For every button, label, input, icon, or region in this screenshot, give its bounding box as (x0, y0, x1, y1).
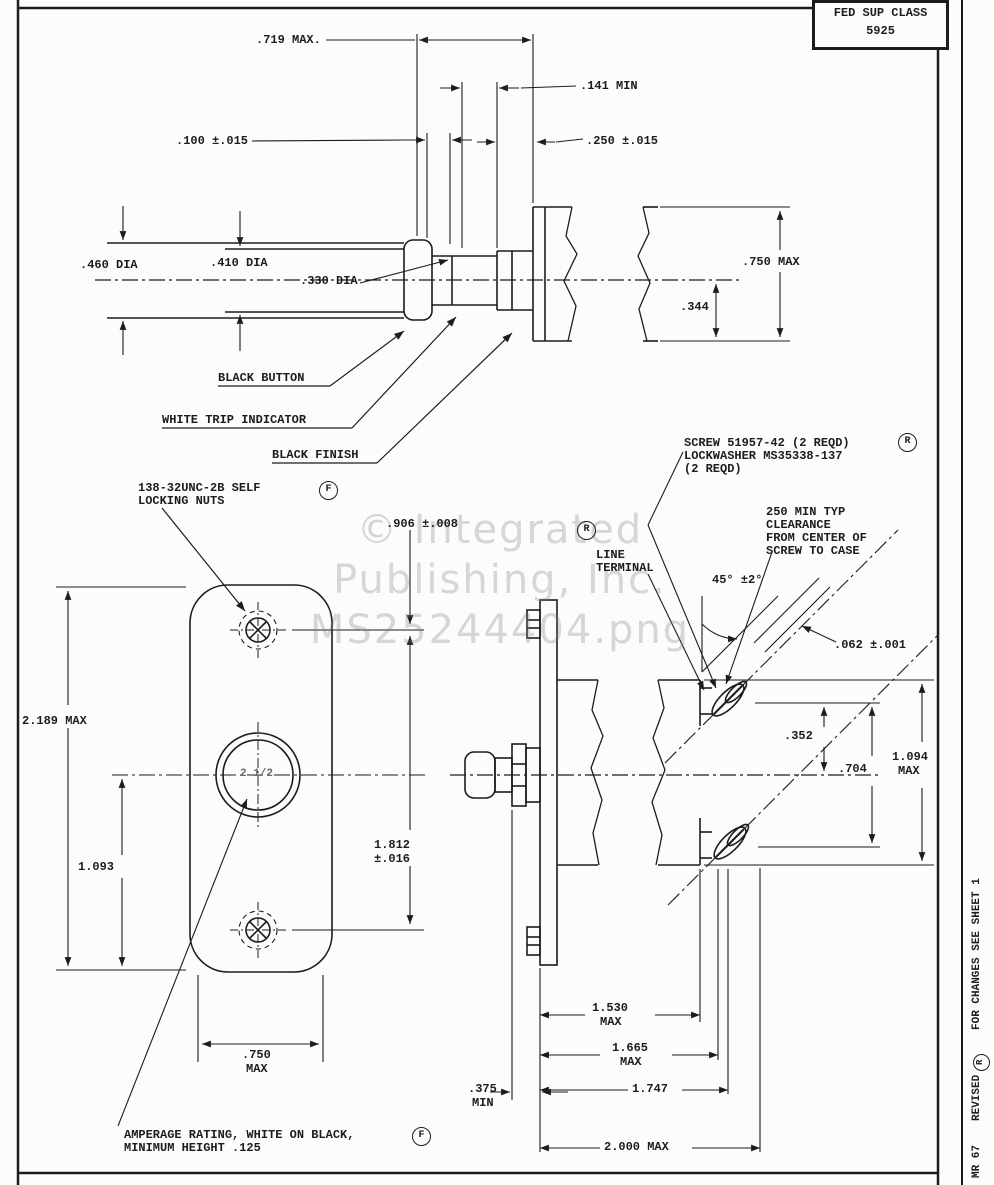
margin-revised-text: REVISED (971, 1074, 983, 1121)
sheet-borders (16, 0, 963, 1185)
dim-750-max-label: MAX (246, 1062, 268, 1076)
dim-1812-value: 1.812 (374, 838, 411, 852)
dim-344: .344 (680, 300, 709, 314)
dim-1665-value: 1.665 (612, 1041, 649, 1055)
callout-white-trip-indicator: WHITE TRIP INDICATOR (162, 413, 307, 427)
side-view-drawing (450, 529, 939, 966)
locking-nuts-note-line2: LOCKING NUTS (138, 494, 225, 508)
amperage-note-line1: AMPERAGE RATING, WHITE ON BLACK, (124, 1128, 355, 1142)
dim-750-max-case: .750 MAX (742, 255, 800, 269)
amperage-rating-value: 2 1/2 (240, 768, 274, 780)
line-terminal-line2: TERMINAL (596, 561, 654, 575)
fed-sup-class-value: 5925 (866, 24, 895, 38)
dim-1530-value: 1.530 (592, 1001, 629, 1015)
callout-black-finish: BLACK FINISH (272, 448, 359, 462)
dim-2000-max: 2.000 MAX (604, 1140, 669, 1154)
top-view-callout-leaders (161, 316, 513, 612)
clearance-note-line2: CLEARANCE (766, 518, 831, 532)
revision-mark-icon-3: R (973, 1053, 990, 1071)
margin-sheet-code: MR 67 (971, 1144, 983, 1178)
dim-375-value: .375 (468, 1082, 497, 1096)
dim-1094-value: 1.094 (892, 750, 929, 764)
front-view-drawing (112, 584, 425, 973)
front-view-dimensions (56, 530, 424, 1127)
dim-1530-max: MAX (600, 1015, 622, 1029)
top-view-dimensions (119, 34, 790, 355)
clearance-note-line3: FROM CENTER OF (766, 531, 867, 545)
dim-45-deg: 45° ±2° (712, 573, 763, 587)
dim-250: .250 ±.015 (586, 134, 659, 148)
clearance-note-line1: 250 MIN TYP (766, 505, 846, 519)
amperage-note-line2: MINIMUM HEIGHT .125 (124, 1141, 261, 1155)
revision-mark-icon-2: R (577, 521, 596, 540)
dim-1665-max: MAX (620, 1055, 642, 1069)
dim-141-min: .141 MIN (580, 79, 638, 93)
dim-460-dia: .460 DIA (80, 258, 138, 272)
dim-330-dia: .330 DIA (300, 274, 358, 288)
side-view-dimensions (490, 679, 934, 1152)
margin-revised-note: REVISED R (970, 1053, 990, 1121)
dim-1093: 1.093 (78, 860, 115, 874)
screw-note-line3: (2 REQD) (684, 462, 742, 476)
screw-note-line1: SCREW 51957-42 (2 REQD) (684, 436, 850, 450)
dim-2189-max: 2.189 MAX (22, 714, 87, 728)
top-view-drawing (95, 206, 740, 342)
dim-750-value: .750 (242, 1048, 271, 1062)
line-terminal-line1: LINE (596, 548, 625, 562)
dim-906: .906 ±.008 (386, 517, 459, 531)
locking-nuts-note-line1: 138-32UNC-2B SELF (138, 481, 261, 495)
margin-changes-note: FOR CHANGES SEE SHEET 1 (971, 878, 983, 1030)
dim-719-max: .719 MAX. (256, 33, 321, 47)
side-view-annotation-leaders (647, 451, 837, 691)
revision-mark-icon: R (898, 433, 917, 452)
clearance-note-line4: SCREW TO CASE (766, 544, 860, 558)
dim-352: .352 (784, 729, 813, 743)
dim-1747: 1.747 (632, 1082, 669, 1096)
callout-black-button: BLACK BUTTON (218, 371, 305, 385)
flag-f-icon-2: F (412, 1127, 431, 1146)
dim-100: .100 ±.015 (176, 134, 249, 148)
fed-sup-class-box: FED SUP CLASS 5925 (812, 0, 949, 50)
dim-062: .062 ±.001 (834, 638, 907, 652)
flag-f-icon: F (319, 481, 338, 500)
fed-sup-class-label: FED SUP CLASS (833, 6, 928, 20)
dim-1094-max: MAX (898, 764, 920, 778)
screw-note-line2: LOCKWASHER MS35338-137 (684, 449, 843, 463)
dim-375-min: MIN (472, 1096, 494, 1110)
dim-704: .704 (838, 762, 867, 776)
dim-1812-tol: ±.016 (374, 852, 411, 866)
dim-410-dia: .410 DIA (210, 256, 268, 270)
